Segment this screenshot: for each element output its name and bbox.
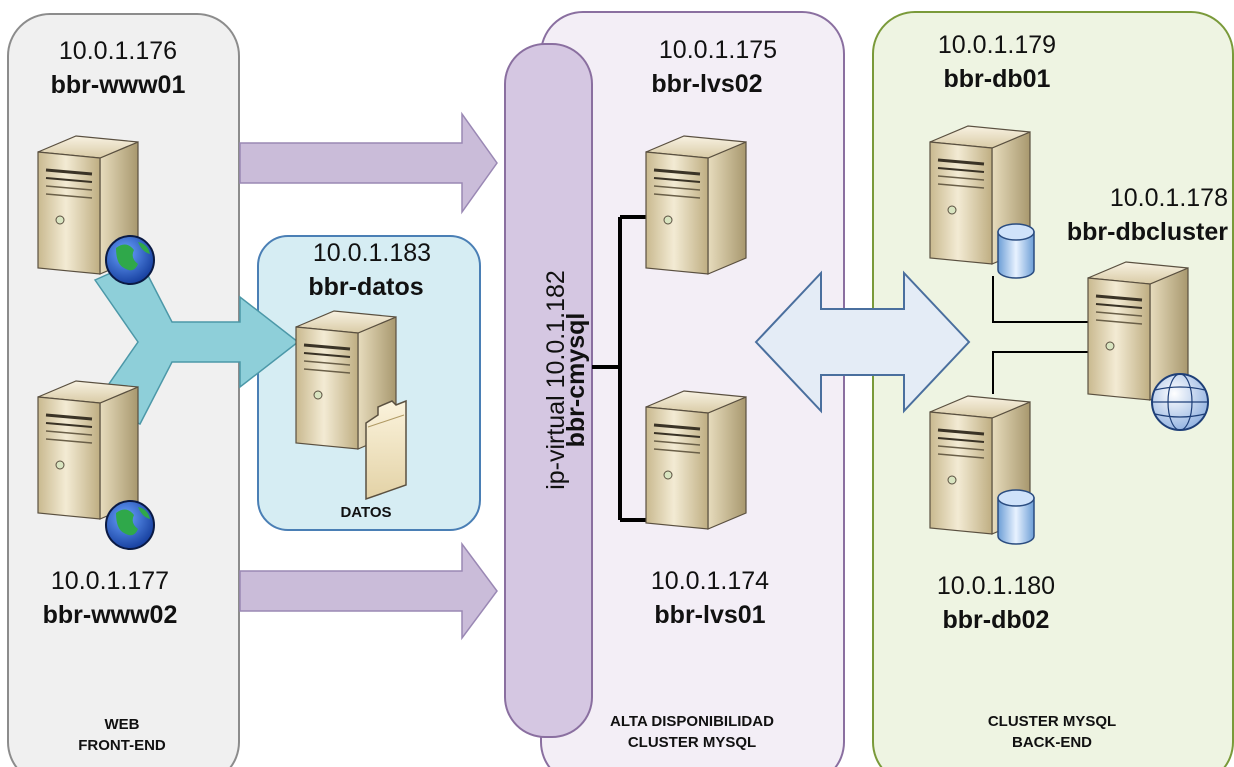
- vip-to-lvs-connector: [592, 215, 648, 522]
- server-datos-icon: [294, 309, 407, 501]
- datos-name: bbr-datos: [308, 273, 423, 301]
- lvs01-name: bbr-lvs01: [654, 601, 765, 629]
- database-icon: [997, 223, 1035, 279]
- web-panel-caption-line2: FRONT-END: [78, 737, 166, 754]
- server-lvs02-icon: [644, 134, 748, 276]
- db01-name: bbr-db01: [944, 65, 1051, 93]
- lvs01-ip: 10.0.1.174: [651, 567, 769, 595]
- lvs02-name: bbr-lvs02: [651, 70, 762, 98]
- globe-icon: [105, 235, 155, 285]
- db-panel-caption-line2: BACK-END: [1012, 734, 1092, 751]
- double-arrow-ha-to-db: [754, 270, 971, 414]
- network-globe-icon: [1151, 373, 1209, 431]
- db02-ip: 10.0.1.180: [937, 572, 1055, 600]
- server-lvs01-icon: [644, 389, 748, 531]
- dbcluster-ip: 10.0.1.178: [1110, 184, 1228, 212]
- server-db01-icon: [928, 124, 1035, 279]
- server-dbcluster-icon: [1086, 260, 1209, 431]
- server-db02-icon: [928, 394, 1035, 545]
- server-www01-icon: [36, 134, 155, 285]
- virtual-ip-name: bbr-cmysql: [562, 313, 590, 448]
- arrow-www02-to-vip: [239, 541, 498, 641]
- arrow-www01-to-vip: [239, 111, 498, 215]
- server-www02-icon: [36, 379, 155, 550]
- database-icon: [997, 489, 1035, 545]
- virtual-ip-bar: [504, 43, 593, 738]
- db02-name: bbr-db02: [943, 606, 1050, 634]
- globe-icon: [105, 500, 155, 550]
- folder-icon: [365, 399, 407, 501]
- ha-panel-caption-line2: CLUSTER MYSQL: [628, 734, 756, 751]
- db01-ip: 10.0.1.179: [938, 31, 1056, 59]
- ha-panel-caption-line1: ALTA DISPONIBILIDAD: [610, 713, 774, 730]
- www01-name: bbr-www01: [51, 71, 186, 99]
- web-panel-caption-line1: WEB: [105, 716, 140, 733]
- www02-ip: 10.0.1.177: [51, 567, 169, 595]
- datos-ip: 10.0.1.183: [313, 239, 431, 267]
- dbcluster-name: bbr-dbcluster: [1067, 218, 1228, 246]
- db-panel-caption-line1: CLUSTER MYSQL: [988, 713, 1116, 730]
- virtual-ip-label: ip-virtual 10.0.1.182: [542, 270, 570, 490]
- db-cluster-connector: [992, 276, 1090, 394]
- www01-ip: 10.0.1.176: [59, 37, 177, 65]
- lvs02-ip: 10.0.1.175: [659, 36, 777, 64]
- www02-name: bbr-www02: [43, 601, 178, 629]
- datos-caption: DATOS: [340, 504, 391, 521]
